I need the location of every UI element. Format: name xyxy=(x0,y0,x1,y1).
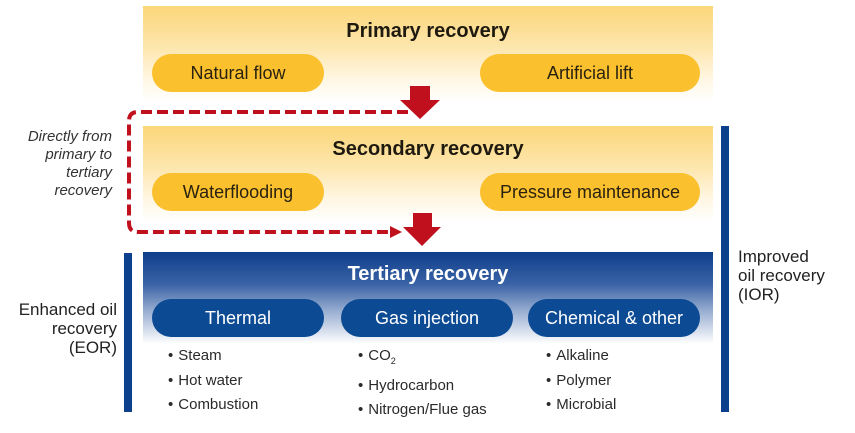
tertiary-recovery-band: Tertiary recovery Thermal Gas injection … xyxy=(143,252,713,344)
bypass-note: Directly from primary to tertiary recove… xyxy=(27,128,112,199)
bypass-arrowhead-icon xyxy=(390,226,402,238)
category-gas-injection: Gas injection xyxy=(341,299,513,337)
secondary-recovery-title: Secondary recovery xyxy=(332,138,524,160)
bypass-dashed-path xyxy=(127,110,408,234)
method-artificial-lift: Artificial lift xyxy=(480,54,700,92)
thermal-methods-list: Steam Hot water Combustion xyxy=(168,344,258,418)
tertiary-recovery-title: Tertiary recovery xyxy=(347,263,509,285)
list-item: Combustion xyxy=(168,393,258,418)
primary-recovery-band: Primary recovery Natural flow Artificial… xyxy=(143,6,713,102)
method-natural-flow: Natural flow xyxy=(152,54,324,92)
category-thermal: Thermal xyxy=(152,299,324,337)
co2-label: CO xyxy=(368,347,391,364)
list-item: Microbial xyxy=(546,393,616,418)
category-chemical-other: Chemical & other xyxy=(528,299,700,337)
gas-injection-methods-list: CO2 Hydrocarbon Nitrogen/Flue gas xyxy=(358,344,487,423)
eor-bracket-bar xyxy=(124,253,132,412)
list-item: Steam xyxy=(168,344,258,369)
list-item: Hydrocarbon xyxy=(358,374,487,399)
list-item: Polymer xyxy=(546,369,616,394)
down-arrow-primary-to-secondary-icon xyxy=(400,86,440,119)
chemical-methods-list: Alkaline Polymer Microbial xyxy=(546,344,616,418)
method-waterflooding: Waterflooding xyxy=(152,173,324,211)
down-arrow-secondary-to-tertiary-icon xyxy=(403,213,441,246)
eor-label: Enhanced oil recovery (EOR) xyxy=(18,300,117,357)
method-pressure-maintenance: Pressure maintenance xyxy=(480,173,700,211)
co2-subscript: 2 xyxy=(390,356,396,366)
secondary-recovery-band: Secondary recovery Waterflooding Pressur… xyxy=(143,126,713,222)
ior-label: Improved oil recovery (IOR) xyxy=(738,247,825,304)
list-item: Hot water xyxy=(168,369,258,394)
ior-bracket-bar xyxy=(721,126,729,412)
list-item: CO2 xyxy=(358,344,487,374)
list-item: Nitrogen/Flue gas xyxy=(358,398,486,423)
primary-recovery-title: Primary recovery xyxy=(346,20,510,42)
list-item: Alkaline xyxy=(546,344,616,369)
